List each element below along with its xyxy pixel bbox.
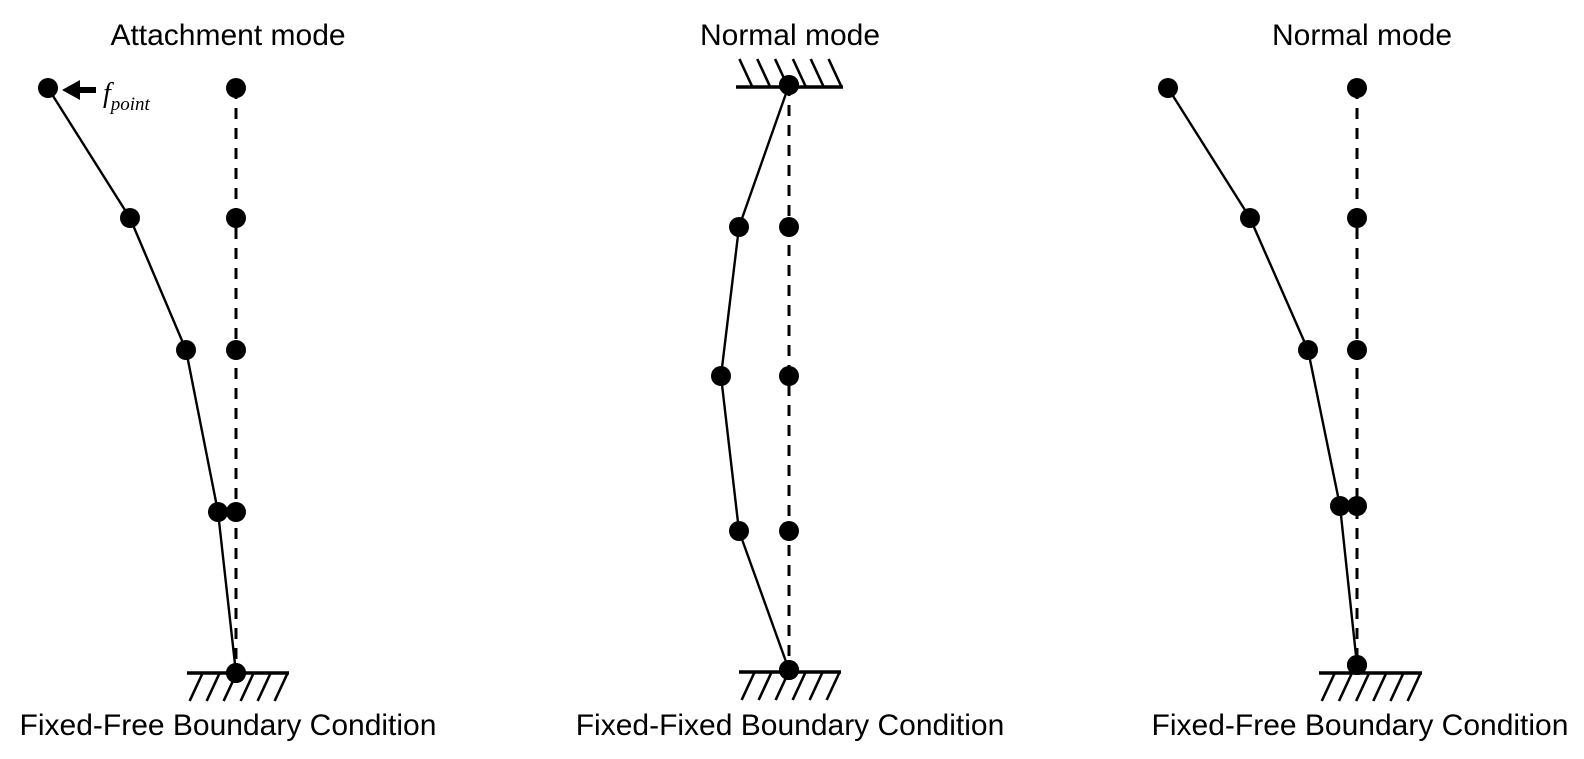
support-hatch-mark bbox=[791, 671, 807, 701]
undeformed-node-group bbox=[779, 75, 799, 680]
support-hatch-mark bbox=[774, 671, 790, 701]
panel-title: Attachment mode bbox=[110, 19, 345, 52]
support-hatch-mark bbox=[1354, 672, 1371, 702]
deformed-node bbox=[1298, 340, 1318, 360]
fixed-support-bottom bbox=[187, 671, 289, 702]
deformed-node bbox=[711, 366, 731, 386]
panel-attachment-mode: Attachment mode fpoint Fixed-Free Bounda… bbox=[20, 19, 437, 742]
fixed-support-bottom bbox=[739, 670, 841, 701]
support-hatch-mark bbox=[239, 672, 255, 702]
support-hatch-mark bbox=[825, 671, 841, 701]
undeformed-node bbox=[226, 502, 246, 522]
support-hatch-mark bbox=[222, 672, 238, 702]
support-hatch-mark bbox=[1320, 672, 1336, 702]
support-hatch-mark bbox=[1372, 672, 1388, 702]
deformed-node bbox=[1240, 208, 1260, 228]
support-hatch-mark bbox=[773, 58, 790, 88]
undeformed-node bbox=[779, 366, 799, 386]
deformed-node bbox=[729, 217, 749, 237]
undeformed-node bbox=[1347, 655, 1367, 675]
force-label-main: f bbox=[103, 78, 114, 109]
panel-caption: Fixed-Free Boundary Condition bbox=[1152, 709, 1569, 742]
force-label: fpoint bbox=[103, 78, 151, 115]
undeformed-node bbox=[779, 217, 799, 237]
force-label-subscript: point bbox=[109, 94, 151, 115]
support-hatch-mark bbox=[757, 671, 773, 701]
undeformed-node bbox=[1347, 208, 1367, 228]
support-hatch-mark bbox=[205, 672, 221, 702]
deformed-node bbox=[176, 340, 196, 360]
panel-title: Normal mode bbox=[1272, 19, 1452, 52]
deformed-node bbox=[1158, 78, 1178, 98]
support-hatch-mark bbox=[740, 671, 756, 701]
support-hatch-mark bbox=[273, 672, 289, 702]
panel-caption: Fixed-Free Boundary Condition bbox=[20, 709, 437, 742]
undeformed-node bbox=[226, 78, 246, 98]
fixed-support-bottom bbox=[1319, 671, 1422, 702]
support-hatch-mark bbox=[738, 58, 754, 88]
undeformed-node-group bbox=[1347, 78, 1367, 675]
undeformed-node bbox=[1347, 78, 1367, 98]
undeformed-node bbox=[779, 660, 799, 680]
support-hatch-mark bbox=[1406, 672, 1422, 702]
undeformed-node bbox=[1347, 496, 1367, 516]
support-hatch-mark bbox=[809, 58, 825, 88]
undeformed-node bbox=[779, 521, 799, 541]
panel-title: Normal mode bbox=[700, 19, 880, 52]
deformed-node bbox=[729, 521, 749, 541]
undeformed-node bbox=[226, 340, 246, 360]
support-hatch-mark bbox=[791, 58, 808, 88]
support-hatch-mark bbox=[1337, 672, 1354, 702]
support-hatch-mark bbox=[756, 58, 772, 88]
point-force-annotation: fpoint bbox=[62, 78, 151, 115]
panel-normal-mode-fixed-fixed: Normal mode Fixed-Fixed Boundary Conditi… bbox=[576, 19, 1005, 742]
deformed-node bbox=[1330, 496, 1350, 516]
undeformed-node bbox=[226, 208, 246, 228]
panel-normal-mode-fixed-free: Normal mode Fixed-Free Boundary Conditio… bbox=[1152, 19, 1569, 742]
undeformed-node bbox=[1347, 340, 1367, 360]
deformed-node bbox=[208, 502, 228, 522]
support-hatch-mark bbox=[1389, 672, 1405, 702]
support-hatch-mark bbox=[188, 672, 204, 702]
undeformed-node-group bbox=[226, 78, 246, 683]
fixed-support-top bbox=[736, 58, 843, 89]
deformed-node bbox=[38, 78, 58, 98]
support-hatch-mark bbox=[256, 672, 272, 702]
deformed-node-group bbox=[38, 78, 246, 683]
panel-caption: Fixed-Fixed Boundary Condition bbox=[576, 709, 1005, 742]
support-hatch-mark bbox=[808, 671, 824, 701]
support-hatch-mark bbox=[827, 58, 843, 88]
undeformed-node bbox=[779, 75, 799, 95]
force-arrow-head bbox=[62, 80, 80, 100]
deformed-node bbox=[120, 208, 140, 228]
